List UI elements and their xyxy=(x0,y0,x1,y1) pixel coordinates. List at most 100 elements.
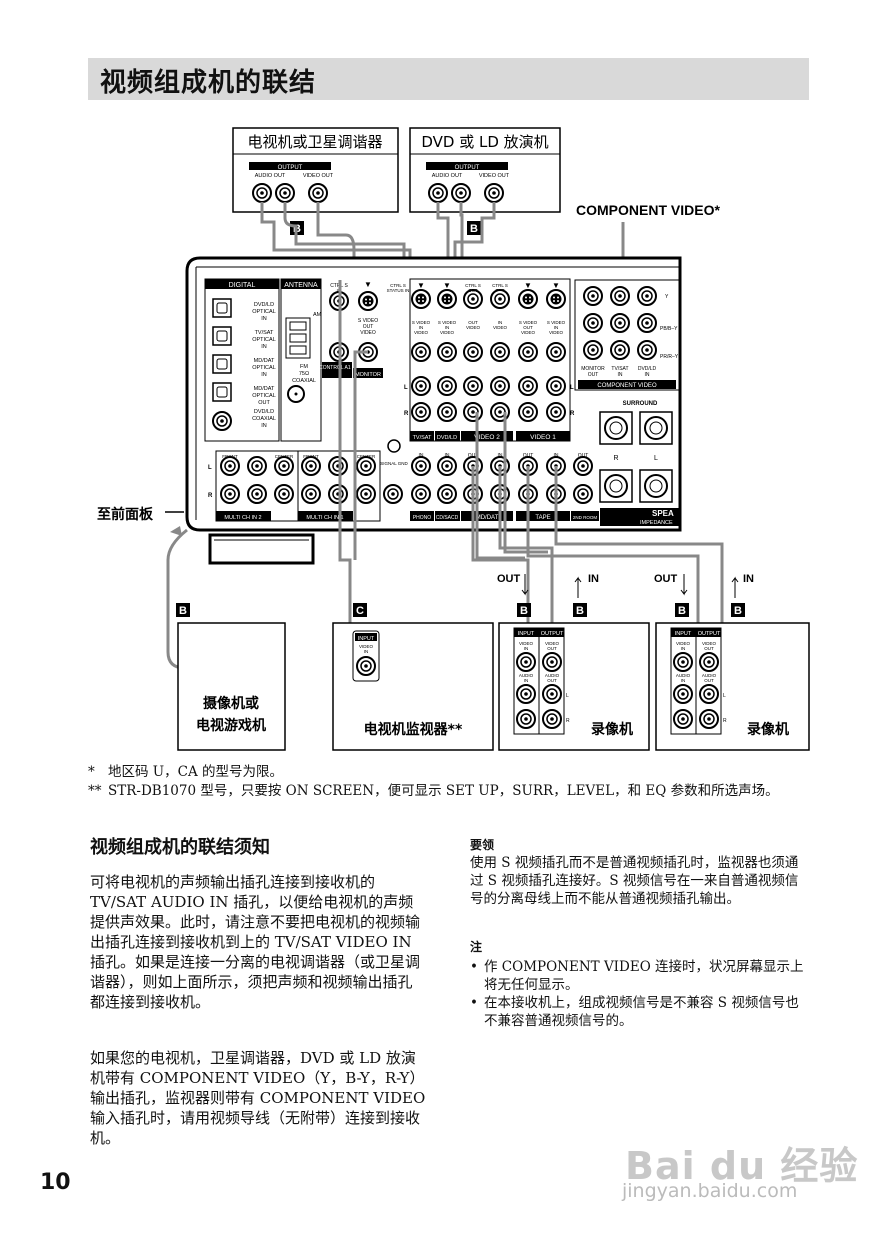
svg-text:IN: IN xyxy=(498,453,503,459)
tv-tuner-device: 电视机或卫星调谐器 OUTPUT AUDIO OUT VIDEO OUT xyxy=(232,127,399,213)
svg-text:MD/DAT: MD/DAT xyxy=(476,515,499,521)
left-paragraph-1: 可将电视机的声频输出插孔连接到接收机的 TV/SAT AUDIO IN 插孔，以… xyxy=(90,873,421,1011)
svg-text:TAPE: TAPE xyxy=(535,515,550,521)
svg-text:摄像机或: 摄像机或 xyxy=(203,695,259,712)
svg-text:R: R xyxy=(404,411,409,417)
svg-text:IN: IN xyxy=(419,453,424,459)
dvd-ld-device: DVD 或 LD 放演机 OUTPUT AUDIO OUT VIDEO OUT xyxy=(409,127,561,213)
front-panel-label: 至前面板 xyxy=(97,506,154,523)
camcorder-device: 摄像机或 电视游戏机 xyxy=(177,622,286,751)
dvd-ld-label: DVD 或 LD 放演机 xyxy=(421,133,548,151)
svg-text:▼: ▼ xyxy=(443,281,451,290)
tip-text: 使用 S 视频插孔而不是普通视频插孔时，监视器也须通过 S 视频插孔连接好。S … xyxy=(470,855,799,907)
svg-text:L: L xyxy=(208,465,212,471)
svg-text:IN: IN xyxy=(743,573,754,585)
svg-text:OUT: OUT xyxy=(497,573,521,585)
title-bar: 视频组成机的联结 xyxy=(88,58,809,100)
svg-text:OUTPUT: OUTPUT xyxy=(698,631,721,637)
svg-text:L: L xyxy=(570,385,574,391)
svg-text:OUT: OUT xyxy=(523,453,534,459)
footnote-2: ** STR-DB1070 型号，只要按 ON SCREEN，便可显示 SET … xyxy=(88,783,779,799)
svg-text:INPUT: INPUT xyxy=(518,631,535,637)
component-video-label: COMPONENT VIDEO* xyxy=(576,202,720,218)
page-title: 视频组成机的联结 xyxy=(100,68,317,98)
svg-text:OUT: OUT xyxy=(468,453,479,459)
note-heading: 注 xyxy=(470,940,483,954)
svg-text:R: R xyxy=(566,718,570,724)
svg-text:B: B xyxy=(678,605,686,617)
svg-text:OUT: OUT xyxy=(654,573,678,585)
svg-text:MONITOR: MONITOR xyxy=(355,372,381,378)
svg-text:L: L xyxy=(654,455,658,462)
svg-text:ANTENNA: ANTENNA xyxy=(284,282,318,289)
svg-text:INPUT: INPUT xyxy=(675,631,692,637)
footnote-1: * 地区码 U，CA 的型号为限。 xyxy=(88,764,284,780)
left-paragraph-2: 如果您的电视机，卫星调谐器，DVD 或 LD 放演机带有 COMPONENT V… xyxy=(90,1049,426,1147)
svg-text:IN: IN xyxy=(445,453,450,459)
svg-text:CENTER: CENTER xyxy=(357,454,376,459)
svg-text:电视游戏机: 电视游戏机 xyxy=(196,717,266,734)
svg-text:INPUT: INPUT xyxy=(358,636,375,642)
svg-text:▼: ▼ xyxy=(524,281,532,290)
svg-text:SPEA: SPEA xyxy=(652,509,674,518)
svg-text:IN: IN xyxy=(588,573,599,585)
svg-text:MULTI CH IN 2: MULTI CH IN 2 xyxy=(224,515,261,521)
svg-text:OUTPUT: OUTPUT xyxy=(455,165,480,171)
svg-text:R: R xyxy=(723,718,727,724)
svg-text:SIGNAL GND: SIGNAL GND xyxy=(380,461,408,466)
svg-text:C: C xyxy=(356,605,364,617)
svg-text:B: B xyxy=(734,605,742,617)
svg-text:AM: AM xyxy=(313,312,322,318)
svg-text:2ND ROOM: 2ND ROOM xyxy=(573,515,598,520)
svg-text:▼: ▼ xyxy=(552,281,560,290)
connection-diagram: 电视机或卫星调谐器 OUTPUT AUDIO OUT VIDEO OUT DVD… xyxy=(97,127,810,751)
svg-text:▼: ▼ xyxy=(417,281,425,290)
svg-text:B: B xyxy=(520,605,528,617)
svg-text:TV/SAT: TV/SAT xyxy=(413,435,432,441)
svg-text:OUT: OUT xyxy=(578,453,589,459)
section-heading: 视频组成机的联结须知 xyxy=(90,837,270,858)
svg-text:B: B xyxy=(179,605,187,617)
svg-text:DVD/LD: DVD/LD xyxy=(437,435,457,441)
watermark-logo: Bai du 经验 xyxy=(625,1144,859,1188)
svg-text:OUTPUT: OUTPUT xyxy=(541,631,564,637)
svg-text:DIGITAL: DIGITAL xyxy=(229,282,256,289)
svg-text:PR/R–Y: PR/R–Y xyxy=(660,354,679,360)
svg-text:录像机: 录像机 xyxy=(591,721,633,738)
svg-text:R: R xyxy=(570,411,575,417)
svg-text:VIDEO 2: VIDEO 2 xyxy=(474,434,500,441)
svg-text:SURROUND: SURROUND xyxy=(623,401,658,407)
svg-text:▼: ▼ xyxy=(364,280,372,289)
svg-text:CONTROL A1 II: CONTROL A1 II xyxy=(319,365,355,371)
svg-text:MULTI CH IN 1: MULTI CH IN 1 xyxy=(306,515,343,521)
svg-text:VIDEO 1: VIDEO 1 xyxy=(530,434,556,441)
svg-text:IMPEDANCE: IMPEDANCE xyxy=(640,520,673,526)
svg-text:B: B xyxy=(470,223,478,235)
svg-text:FRONT: FRONT xyxy=(303,454,319,459)
svg-text:IN: IN xyxy=(554,453,559,459)
tip-heading: 要领 xyxy=(470,838,495,852)
